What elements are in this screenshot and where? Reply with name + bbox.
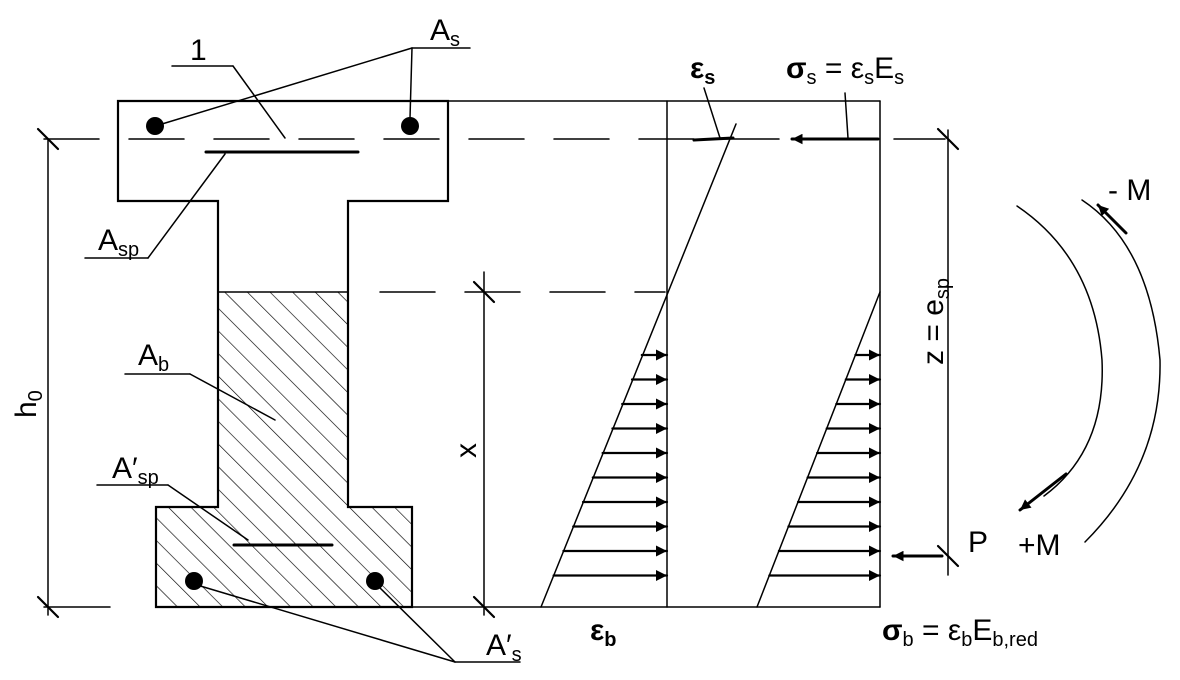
minus-M-arc [1081,199,1161,543]
label-P: P [968,526,988,559]
leader-1 [232,65,286,139]
z-tick-top [936,127,960,151]
strain-arrows [552,349,669,581]
bottom-rebar-right [366,572,384,590]
label-z-esp: z = esp [917,278,954,365]
label-As: As [430,14,460,51]
leader-As-left [161,47,413,125]
h0-tick-bottom [36,595,60,619]
stress-line [756,291,881,608]
z-tick-bottom [936,544,960,568]
minus-M-arrowhead-arc [1096,203,1128,235]
label-eps-b: εb [590,614,616,651]
x-tick-top [472,280,496,304]
label-plus-M: +M [1018,529,1061,562]
top-rebar-right [401,117,419,135]
label-sigma-s: σs = εsEs [786,52,904,89]
label-Asp: Asp [98,224,139,261]
plus-M-arrowhead-arc [1018,472,1068,512]
label-1: 1 [190,34,207,67]
label-h0: h0 [10,390,47,418]
label-eps-s: εs [690,52,715,89]
label-As-prime: A′s [486,629,522,666]
leader-Asp [147,153,226,259]
leader-Ab [189,373,276,421]
x-tick-bottom [472,595,496,619]
label-sigma-b: σb = εbEb,red [882,614,1038,651]
stress-arrows [768,349,882,581]
leader-As-prime-left [196,584,456,663]
label-Asp-prime: A′sp [112,452,159,489]
top-rebar-left [146,117,164,135]
leader-sigma-s [844,92,849,139]
steel-strain-bar [692,136,735,142]
strain-line [540,123,737,608]
bottom-rebar-left [185,572,203,590]
leader-As-right [409,47,413,119]
label-x: x [450,443,483,458]
plus-M-arc [1016,205,1103,497]
leader-eps-s [703,87,721,139]
h0-tick-top [36,127,60,151]
leader-Asp-prime [167,484,249,541]
label-minus-M: - M [1108,174,1151,207]
compression-zone-hatch [156,292,412,607]
label-Ab: Ab [138,339,169,376]
leader-As-prime-right [376,584,456,663]
